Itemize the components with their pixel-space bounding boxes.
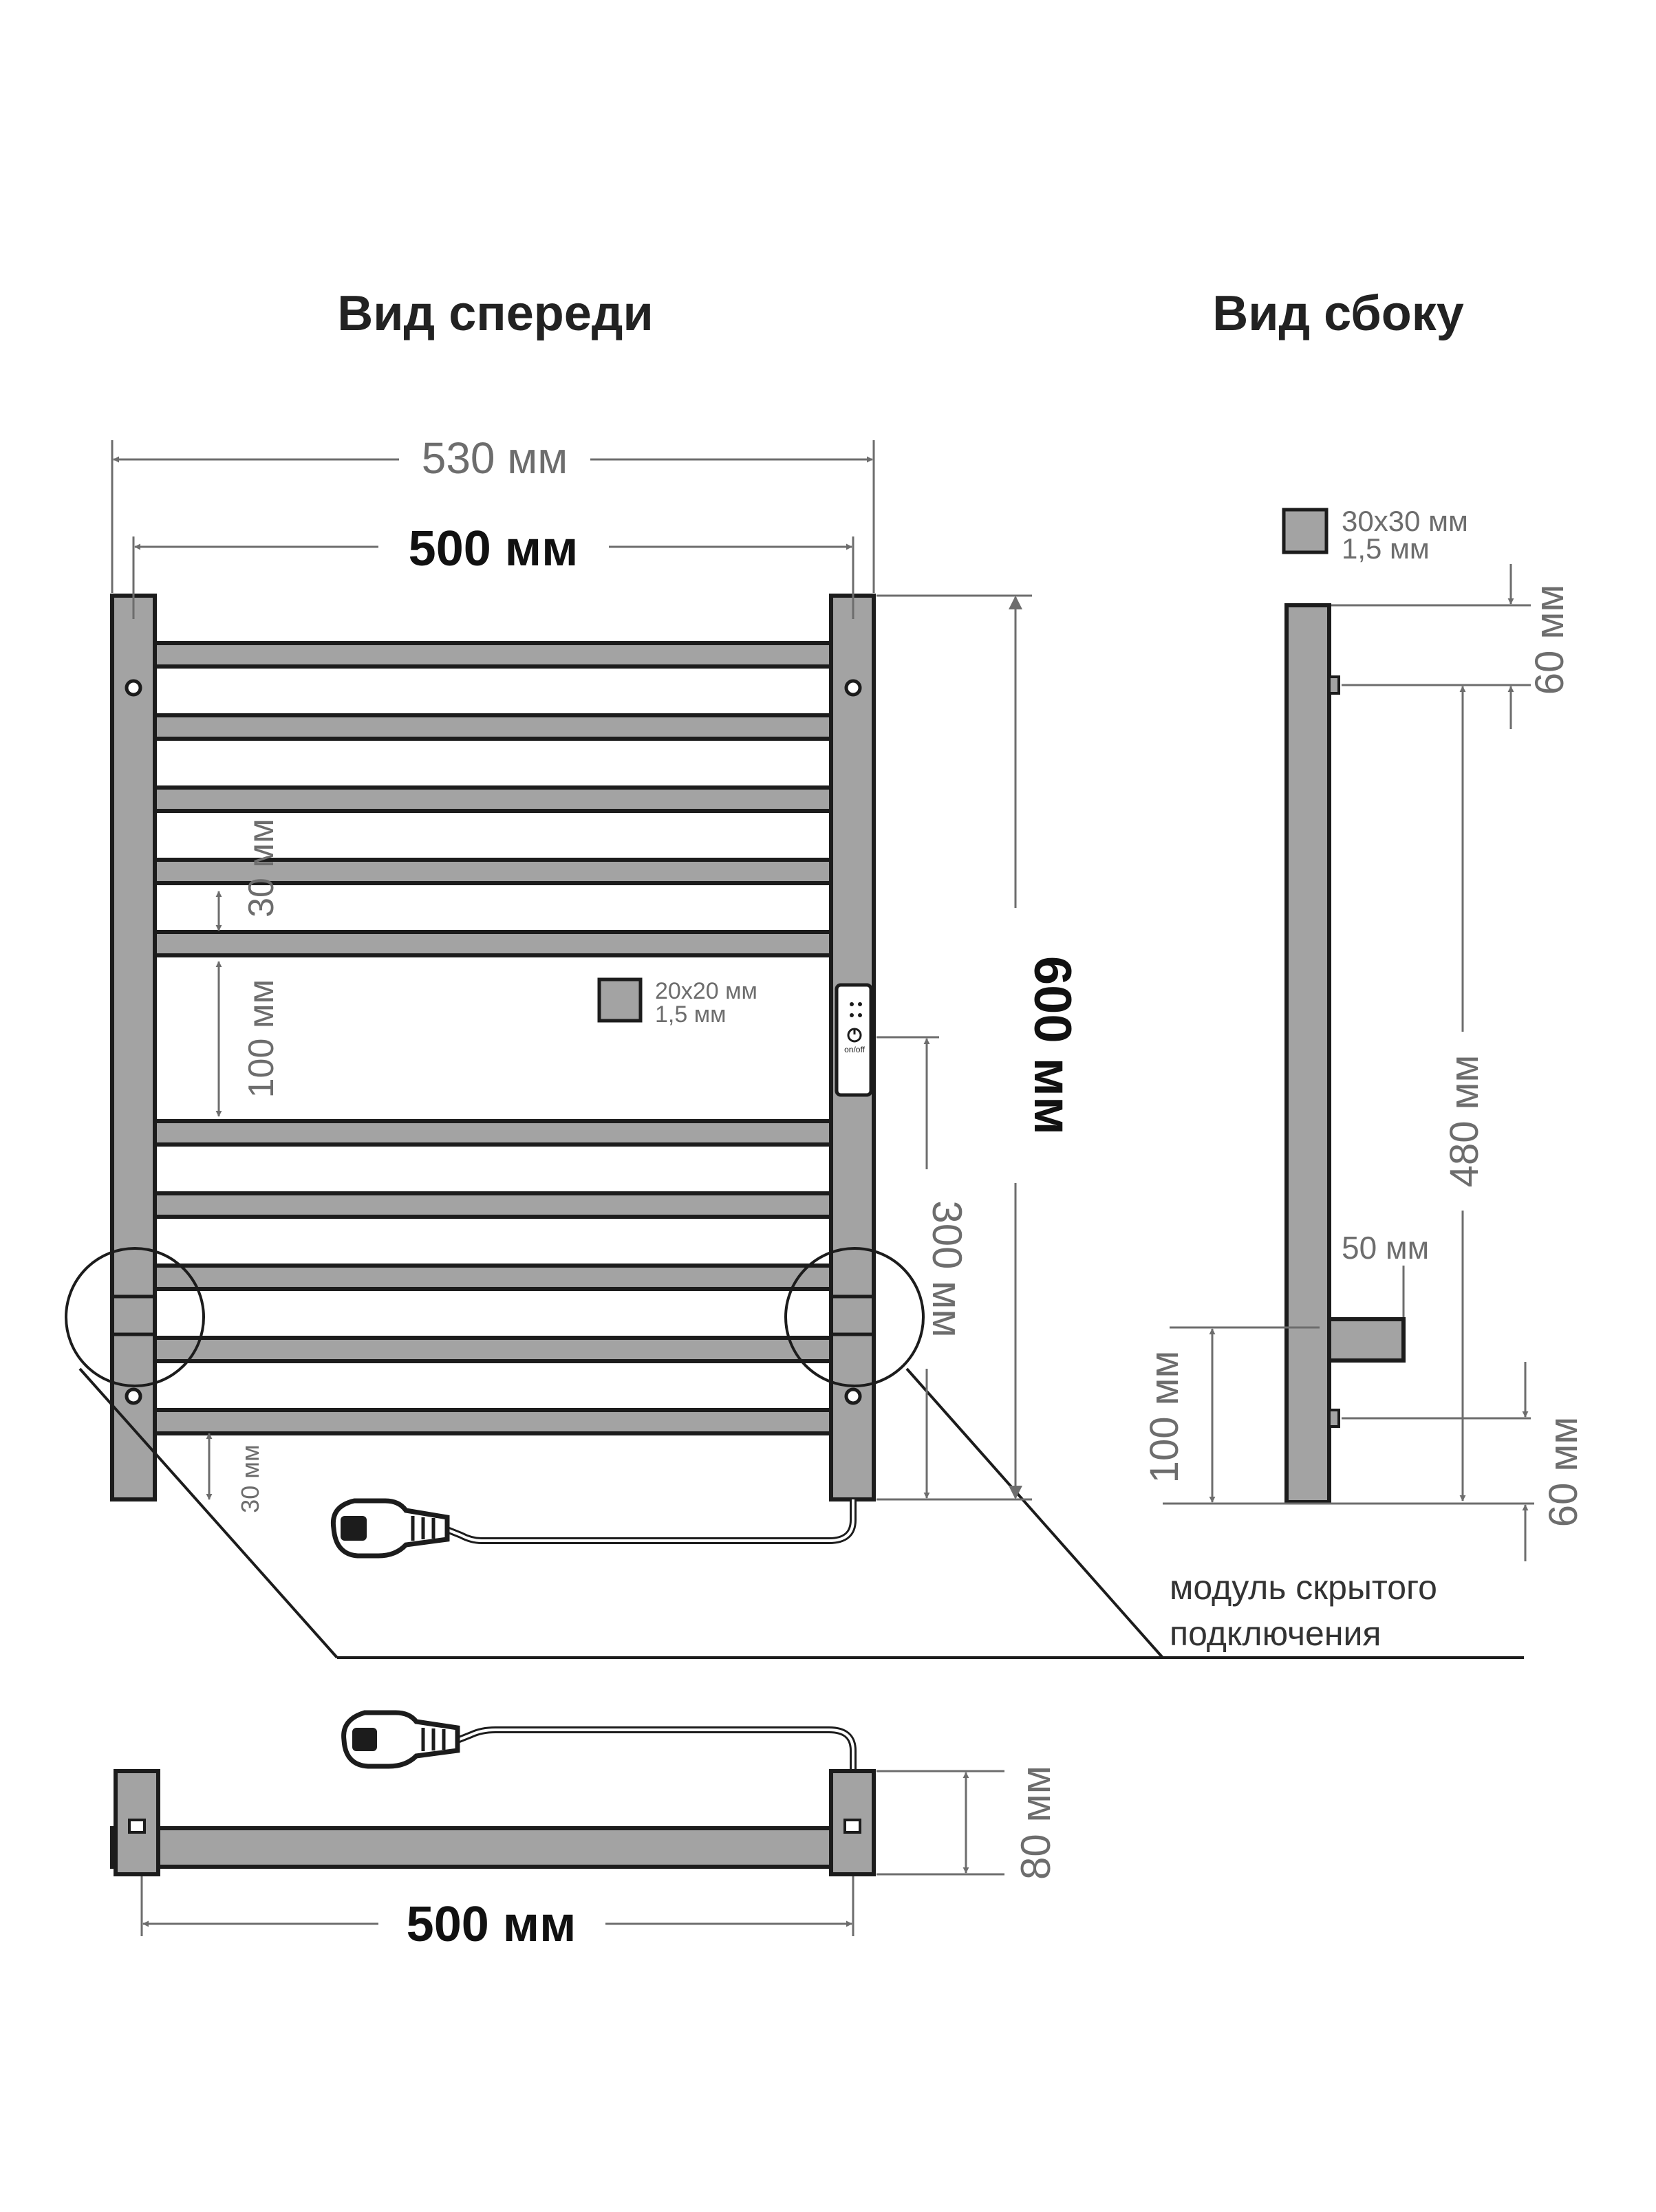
callout-line-2: подключения: [1170, 1614, 1381, 1653]
side-view-title: Вид сбоку: [1212, 286, 1464, 341]
side-bottom-offset-label: 60 мм: [1541, 1417, 1586, 1527]
rung: [149, 1408, 835, 1435]
bracket-depth-label: 50 мм: [1342, 1230, 1429, 1266]
rung: [149, 641, 835, 669]
side-mount-spacing-label: 480 мм: [1442, 1055, 1487, 1188]
detail-circle-left: [65, 1247, 205, 1387]
callout-line-1: модуль скрытого: [1170, 1568, 1437, 1607]
top-view: 80 мм 500 мм: [110, 1710, 1059, 1952]
side-profile-swatch: [1282, 508, 1329, 554]
mount-hole: [844, 679, 862, 697]
rung: [149, 1119, 835, 1147]
callout-leaders: [78, 1367, 1524, 1659]
control-label: on/off: [844, 1045, 865, 1054]
top-depth-label: 80 мм: [1013, 1766, 1059, 1880]
rung: [149, 1336, 835, 1363]
rung: [149, 713, 835, 741]
top-rail: [110, 1826, 876, 1869]
left-post: [110, 594, 157, 1501]
rung: [149, 930, 835, 957]
side-pin-bottom: [1328, 1409, 1340, 1428]
bracket-height-label: 100 мм: [1142, 1351, 1187, 1484]
side-view: 30x30 мм 1,5 мм 50 мм 60 мм 480 мм 100 м…: [1142, 505, 1586, 1653]
control-panel: on/off: [835, 983, 873, 1097]
rung-profile-swatch: [597, 977, 643, 1023]
overall-width-label: 530 мм: [422, 433, 568, 483]
detail-circle-right: [784, 1247, 925, 1387]
side-profile-size: 30x30 мм: [1342, 505, 1468, 537]
wall-bracket: [1327, 1317, 1406, 1363]
mount-hole: [125, 1387, 142, 1405]
rung: [149, 785, 835, 813]
mount-hole: [844, 1387, 862, 1405]
power-cord: [330, 1498, 857, 1559]
front-view: on/off 20x20 мм 1,5 мм 530 м: [65, 433, 1524, 1659]
middle-gap-label: 100 мм: [241, 979, 281, 1098]
rung-gap-label: 30 мм: [241, 818, 281, 918]
rung: [149, 1264, 835, 1291]
mount-hole: [125, 679, 142, 697]
side-pin-top: [1328, 675, 1340, 695]
front-view-title: Вид спереди: [337, 286, 654, 341]
rung: [149, 1191, 835, 1219]
top-plug-icon: [341, 1710, 460, 1769]
mount-spacing-label: 300 мм: [924, 1200, 970, 1337]
plug-icon: [330, 1498, 450, 1559]
side-profile-wall: 1,5 мм: [1342, 532, 1430, 565]
axis-width-label: 500 мм: [409, 521, 579, 576]
height-label: 600 мм: [1023, 956, 1082, 1135]
top-width-label: 500 мм: [407, 1897, 577, 1952]
rung-profile-wall: 1,5 мм: [655, 1001, 726, 1028]
top-offset-label: 60 мм: [1527, 585, 1572, 695]
side-post: [1284, 603, 1331, 1504]
bottom-offset-label: 30 мм: [236, 1444, 264, 1513]
rung-profile-size: 20x20 мм: [655, 978, 757, 1004]
